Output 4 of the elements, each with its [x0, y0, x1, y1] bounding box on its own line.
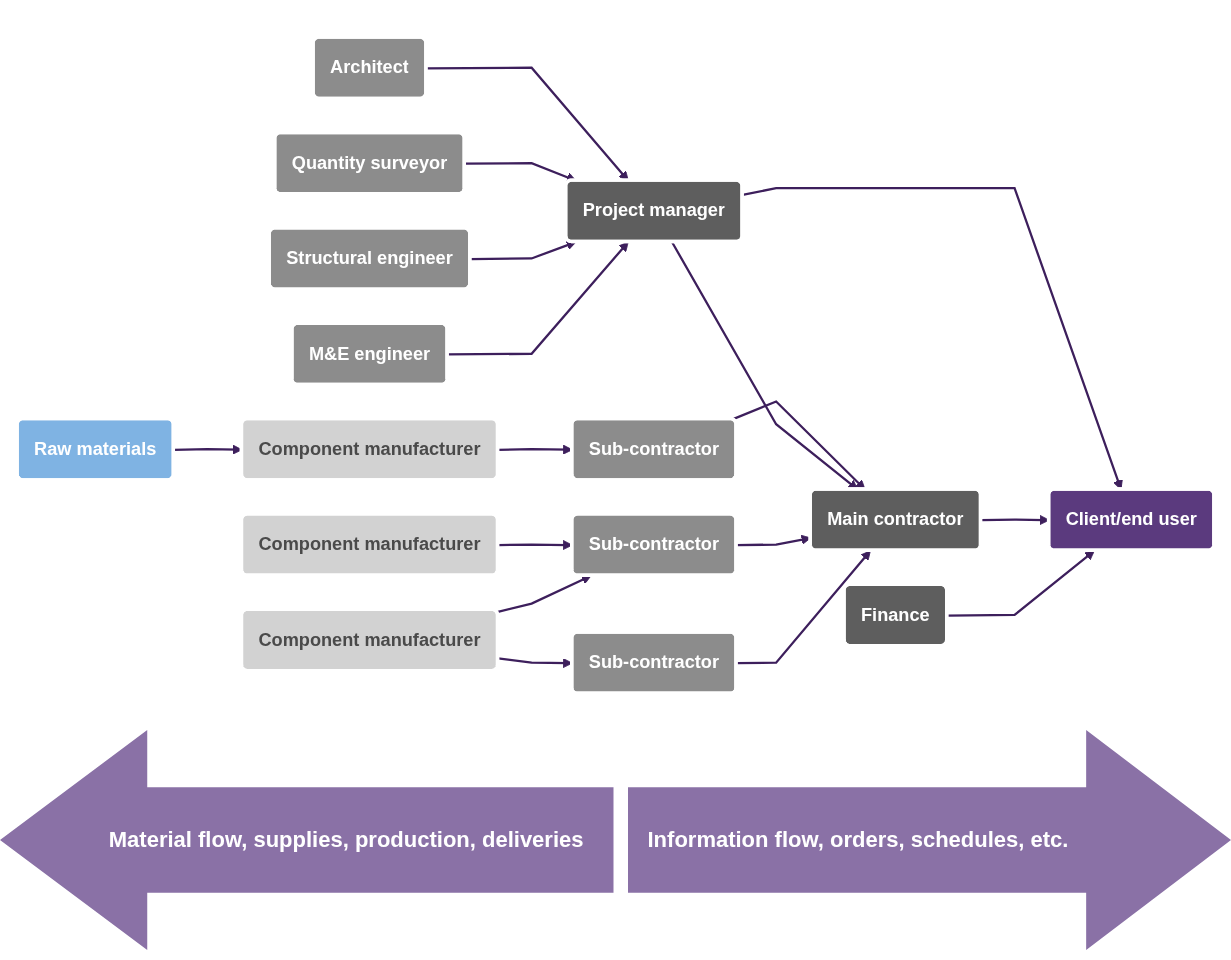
arrow — [470, 240, 577, 260]
arrow — [426, 66, 629, 181]
arrow — [947, 550, 1095, 617]
arrow — [736, 550, 871, 665]
